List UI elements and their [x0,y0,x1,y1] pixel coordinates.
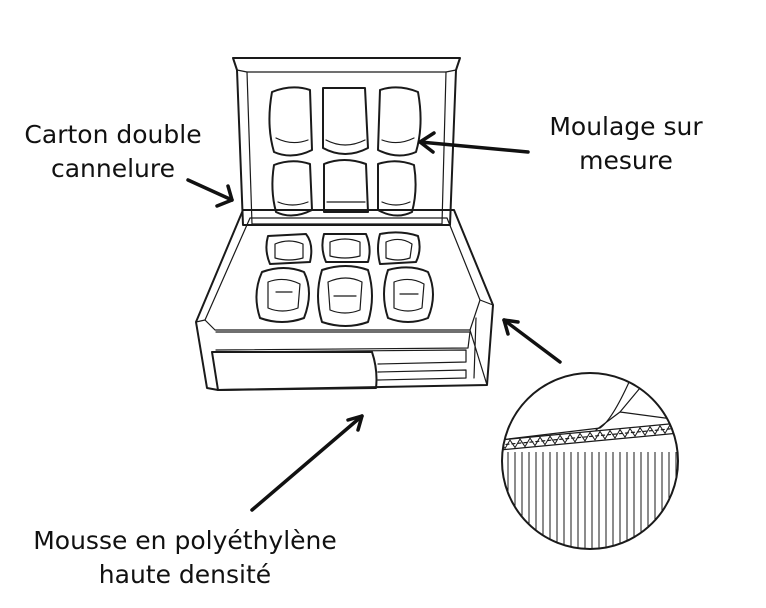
arrow-carton [186,178,234,208]
arrow-carton-detail [502,318,562,364]
label-carton-line2: cannelure [50,154,176,183]
label-moulage-line1: Moulage sur [549,112,703,141]
arrow-mousse [250,414,364,512]
lid-foam-cavities [268,86,422,217]
label-mousse-line2: haute densité [98,560,272,589]
corrugated-carton-detail [501,372,679,550]
label-moulage-line2: mesure [579,146,673,175]
label-moulage-sur-mesure: Moulage sur mesure [534,110,718,178]
corrugation-wave [502,422,678,450]
label-carton-line1: Carton double [24,120,202,149]
label-mousse-polyethylene: Mousse en polyéthylène haute densité [20,524,350,592]
box-base [195,209,494,391]
base-foam-cavities [255,231,434,327]
arrow-moulage [418,131,530,154]
label-mousse-line1: Mousse en polyéthylène [33,526,337,555]
label-carton-double-cannelure: Carton double cannelure [12,118,214,186]
